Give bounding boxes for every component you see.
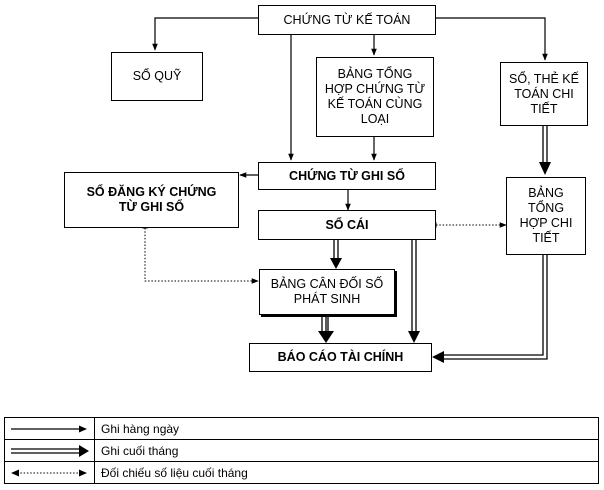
- arrow-so-cai-to-bctc: [411, 240, 417, 332]
- arrow-so-cai-to-bcdps: [333, 240, 339, 258]
- legend-row: Ghi hàng ngày: [4, 417, 599, 440]
- legend-label: Đối chiếu số liệu cuối tháng: [94, 461, 599, 484]
- dotted-so-dang-ky-to-bcdps: [142, 221, 259, 284]
- arrow-so-the-to-bthct: [542, 126, 548, 162]
- arrow-ctkt-to-so-the: [435, 17, 548, 61]
- node-so-dang-ky: SỔ ĐĂNG KÝ CHỨNG TỪ GHI SỔ: [64, 172, 239, 228]
- node-bao-cao-tai-chinh: BÁO CÁO TÀI CHÍNH: [249, 343, 432, 372]
- legend-symbol-daily: [4, 417, 95, 440]
- legend-label: Ghi hàng ngày: [94, 417, 599, 440]
- node-bang-tong-hop-chi-tiet: BẢNG TỔNG HỢP CHI TIẾT: [506, 177, 586, 255]
- node-bang-tong-hop-chung-tu: BẢNG TỔNG HỢP CHỨNG TỪ KẾ TOÁN CÙNG LOẠI: [316, 57, 434, 137]
- legend-row: Ghi cuối tháng: [4, 439, 599, 462]
- arrow-ctkt-to-so-quy: [152, 17, 258, 51]
- node-chung-tu-ke-toan: CHỨNG TỪ KẾ TOÁN: [258, 5, 436, 35]
- legend-table: Ghi hàng ngày Ghi cuối tháng Đối chiếu: [4, 417, 599, 484]
- thick-arrow-icon: [11, 444, 89, 457]
- arrow-bcdps-to-bctc: [321, 315, 329, 332]
- legend-symbol-reconcile: [4, 461, 95, 484]
- node-bang-can-doi-so-phat-sinh: BẢNG CÂN ĐỐI SỐ PHÁT SINH: [259, 269, 395, 315]
- node-chung-tu-ghi-so: CHỨNG TỪ GHI SỔ: [258, 162, 436, 190]
- node-so-the-ke-toan-chi-tiet: SỔ, THẺ KẾ TOÁN CHI TIẾT: [500, 62, 588, 126]
- node-so-quy: SỔ QUỸ: [111, 52, 203, 101]
- arrow-bthct-to-bctc: [444, 255, 548, 360]
- legend-symbol-end-of-month: [4, 439, 95, 462]
- node-so-cai: SỔ CÁI: [258, 210, 436, 240]
- connector-layer: [142, 17, 551, 363]
- dotted-double-arrow-icon: [11, 469, 87, 476]
- legend-row: Đối chiếu số liệu cuối tháng: [4, 461, 599, 484]
- legend-label: Ghi cuối tháng: [94, 439, 599, 462]
- thin-arrow-icon: [11, 425, 87, 432]
